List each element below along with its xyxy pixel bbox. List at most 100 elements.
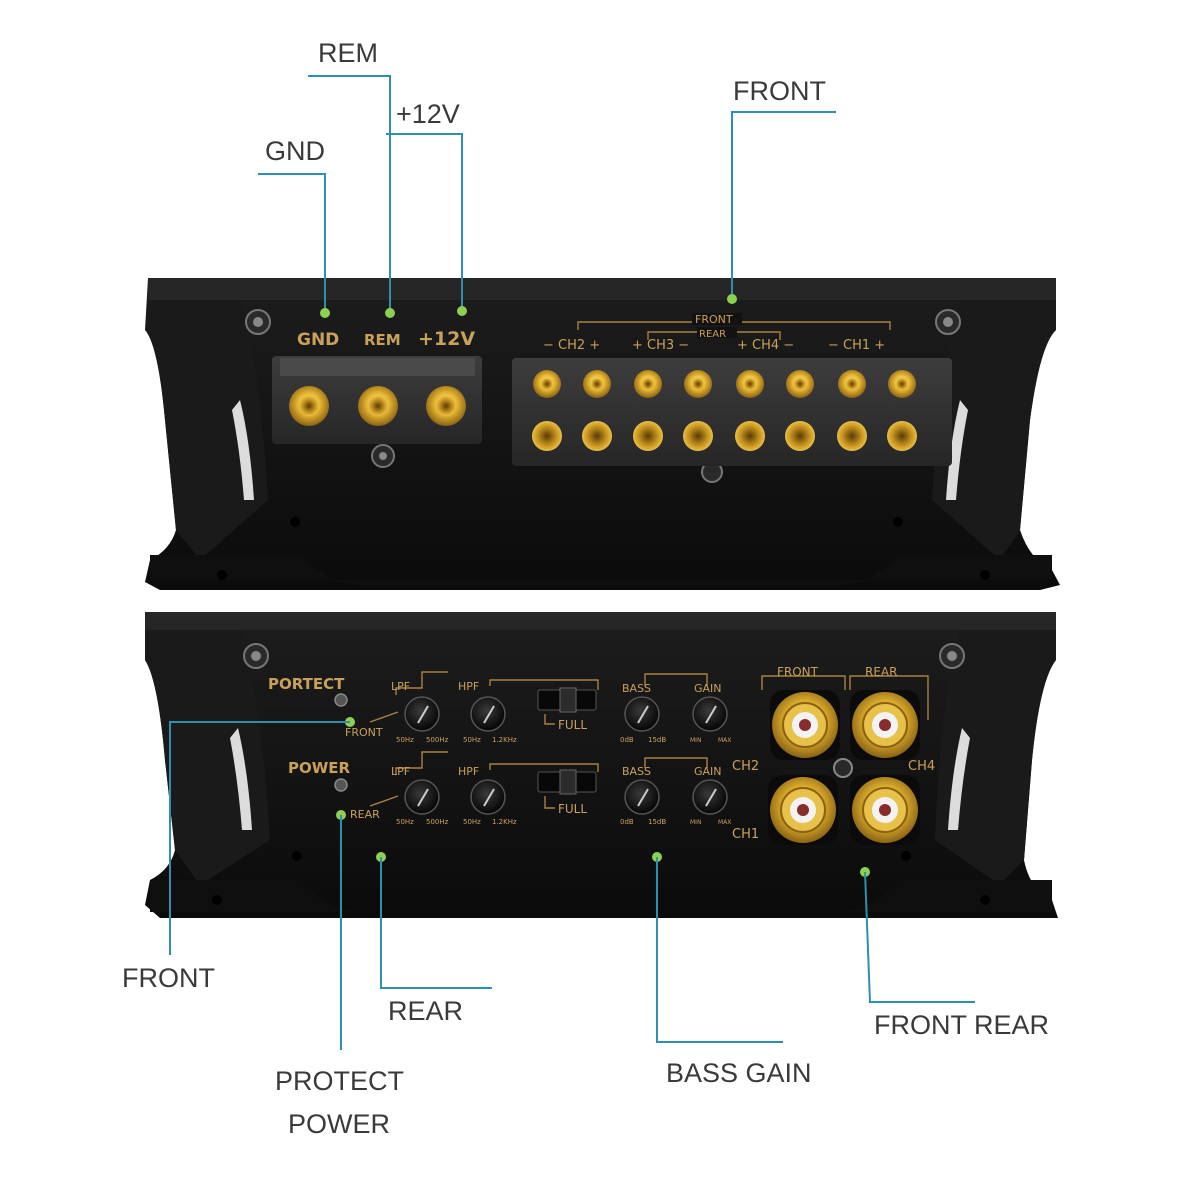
rear-bass-knob[interactable] [624,779,660,815]
top-label-rem: REM [364,331,401,349]
callout-gnd-dot [320,308,330,318]
callout-rem-leader [308,75,391,312]
callout-rem-dot [385,308,395,318]
front-lpf-knob[interactable] [404,696,440,732]
callout-12v: +12V [386,99,467,316]
block-top-strip [280,358,475,376]
legend-front: FRONT [695,313,733,326]
rca-jack-ch4[interactable] [850,690,920,760]
rear-gain-label: GAIN [694,765,722,778]
callout-12v-text: +12V [396,99,460,129]
knob-pointer-icon [417,788,429,807]
bottom-label-power: POWER [288,759,351,777]
speaker-wire-hole-row [532,421,917,451]
front-gain-min: MIN [690,737,701,744]
callout-bass-gain: BASS GAIN [652,852,812,1088]
knob-pointer-icon [637,788,649,807]
rear-bass-min: 0dB [620,818,634,826]
front-lpf-min: 50Hz [396,736,414,744]
callout-rem: REM [308,38,395,318]
callout-gnd-leader [258,173,326,312]
bottom-hole-flange-r [980,895,990,905]
rear-bass-label: BASS [622,765,651,778]
callout-12v-dot [457,306,467,316]
rear-hpf-min: 50Hz [463,818,481,826]
callout-front-top-leader [731,111,836,298]
callout-rear: REAR [376,852,492,1026]
terminal-hole [436,396,456,416]
bottom-panel-bevel [145,612,1056,630]
top-left-wing [148,300,268,560]
callout-12v-leader [386,133,463,310]
terminal-hole [299,396,319,416]
bottom-label-rear: REAR [350,808,380,821]
bottom-right-wing [935,630,1056,885]
front-bass-knob[interactable] [624,696,660,732]
rca-jack-ch3[interactable] [850,775,920,845]
front-gain-label: GAIN [694,682,722,695]
hex-icon [253,317,263,327]
top-hole-flange-r [980,570,990,580]
front-gain-max: MAX [718,737,731,744]
legend-mask [697,327,737,338]
top-amplifier-panel: GND REM +12V FRONT REAR − CH2 + + CH3 − … [145,278,1060,590]
power-led [334,778,348,792]
knob-pointer-icon [705,788,717,807]
lpf-bracket [395,751,448,775]
front-lpf-label: LPF [391,680,410,693]
knob-pointer-icon [483,788,495,807]
callout-front-left-leader [169,721,350,955]
protect-led [334,693,348,707]
front-bass-min: 0dB [620,736,634,744]
rear-lpf-min: 50Hz [396,818,414,826]
top-hole-right [893,517,903,527]
legend-ch1: − CH1 + [828,338,885,353]
front-full-label: FULL [558,718,587,732]
front-leader-line [369,711,399,723]
knob-pointer-icon [483,705,495,724]
callout-bass-gain-text: BASS GAIN [666,1058,812,1088]
rca-ch4-label: CH4 [908,759,935,774]
switch-slider [559,687,577,713]
rear-hpf-knob[interactable] [470,779,506,815]
top-label-12v: +12V [418,328,475,350]
front-hpf-knob[interactable] [470,696,506,732]
callout-front-rear: FRONT REAR [860,867,1049,1040]
rear-hpf-label: HPF [458,765,479,778]
rear-gain-knob[interactable] [692,779,728,815]
top-right-slot [946,400,968,500]
full-bracket [544,796,555,809]
callout-gnd-text: GND [265,136,325,166]
bottom-left-wing [145,630,270,885]
rca-jack-ch2[interactable] [770,690,840,760]
bottom-label-protect: PORTECT [268,675,345,693]
front-bass-max: 15dB [648,736,666,744]
rca-input-section: FRONT REAR CH2 CH4 CH1 [732,665,935,845]
callout-protect-power: PROTECT POWER [275,810,404,1139]
callout-rear-leader [380,857,492,989]
front-gain-knob[interactable] [692,696,728,732]
speaker-terminal-block [512,358,952,466]
bass-gain-bracket [644,757,708,768]
rear-lpf-label: LPF [391,765,410,778]
rear-gain-min: MIN [690,819,701,826]
rca-jack-ch1[interactable] [768,775,838,845]
callout-protect-text: PROTECT [275,1066,404,1096]
front-hpf-min: 50Hz [463,736,481,744]
hpf-bracket [489,763,599,772]
front-hpf-label: HPF [458,680,479,693]
rca-ch1-label: CH1 [732,827,759,842]
legend-rear: REAR [699,329,726,340]
front-hpf-max: 1.2KHz [492,736,517,744]
rear-lpf-knob[interactable] [404,779,440,815]
top-label-gnd: GND [297,330,339,350]
rear-leader-line [369,795,399,807]
rear-gain-max: MAX [718,819,731,826]
speaker-legend: FRONT REAR − CH2 + + CH3 − + CH4 − − CH1… [543,313,891,353]
bottom-hole-left [292,851,302,861]
top-left-slot [232,400,254,500]
rear-lpf-max: 500Hz [426,818,449,826]
hex-icon [943,317,953,327]
callout-power-text: POWER [288,1109,390,1139]
full-bracket [544,714,555,725]
